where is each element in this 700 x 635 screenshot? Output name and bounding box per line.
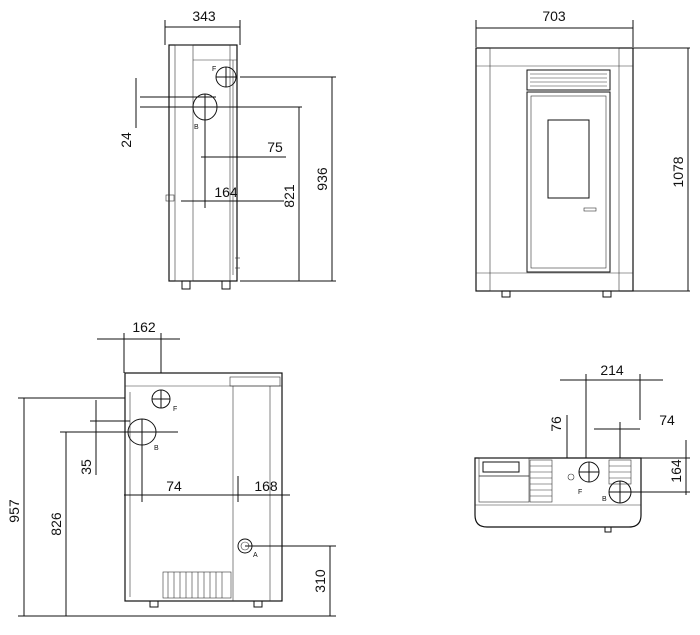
back-dim-35: 35 <box>78 459 94 475</box>
back-dim-162: 162 <box>132 319 156 335</box>
back-dim-168: 168 <box>254 478 278 494</box>
side-label-b: B <box>194 124 199 131</box>
top-dim-214: 214 <box>600 362 624 378</box>
top-foot <box>604 526 612 533</box>
back-dim-826: 826 <box>48 512 64 536</box>
back-dim-310: 310 <box>312 569 328 593</box>
back-foot <box>253 600 263 608</box>
side-view: 343 F B 24 75 <box>118 8 336 290</box>
side-foot <box>221 280 231 290</box>
side-dim-24: 24 <box>118 132 134 148</box>
side-foot <box>181 280 191 290</box>
top-body <box>474 457 642 528</box>
top-dim-164: 164 <box>668 459 684 483</box>
side-dim-75: 75 <box>267 139 283 155</box>
back-foot <box>149 600 159 608</box>
top-view: 214 76 74 <box>474 362 690 533</box>
back-dim-74: 74 <box>166 478 182 494</box>
top-grille-left <box>529 459 553 503</box>
side-dim-821: 821 <box>281 184 297 208</box>
front-width-dim: 703 <box>542 8 566 24</box>
front-grille <box>526 69 611 91</box>
side-dim-164: 164 <box>214 184 238 200</box>
front-foot <box>602 290 612 298</box>
back-body <box>124 372 283 602</box>
back-label-b: B <box>154 445 159 452</box>
front-view: 703 1078 <box>475 8 690 298</box>
top-dim-74: 74 <box>659 412 675 428</box>
back-dim-957: 957 <box>6 499 22 523</box>
back-view: 162 F B A <box>6 319 336 617</box>
top-label-f: F <box>578 489 582 496</box>
back-louvers <box>162 571 232 599</box>
side-label-f: F <box>212 66 216 73</box>
back-label-a: A <box>253 552 258 559</box>
front-window <box>547 119 590 199</box>
side-body <box>168 44 238 282</box>
side-width-dim: 343 <box>192 8 216 24</box>
front-body <box>475 47 634 292</box>
front-height-dim: 1078 <box>670 156 686 187</box>
front-foot <box>501 290 511 298</box>
top-dim-76: 76 <box>548 416 564 432</box>
front-door <box>526 91 611 273</box>
back-label-f: F <box>173 406 177 413</box>
side-dim-936: 936 <box>314 167 330 191</box>
top-display <box>482 461 520 473</box>
top-label-b: B <box>602 496 607 503</box>
